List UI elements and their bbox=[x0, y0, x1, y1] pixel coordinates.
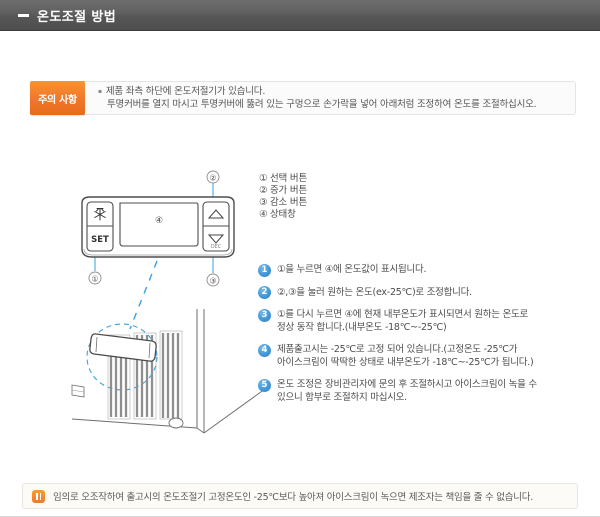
horizontal-dash-icon bbox=[18, 13, 29, 17]
step-text: ②,③을 눌러 원하는 온도(ex-25℃)로 조정합니다. bbox=[277, 286, 472, 299]
step-line: 제품출고시는 -25℃로 고정 되어 있습니다.(고정온도 -25℃가 bbox=[277, 344, 518, 355]
step-number-badge: 4 bbox=[258, 343, 271, 357]
caution-text: 임의로 오조작하여 출고시의 온도조절기 고정온도인 -25℃보다 높아져 아이… bbox=[53, 492, 533, 503]
step-line: ①를 다시 누르면 ④에 현재 내부온도가 표시되면서 원하는 온도로 bbox=[277, 309, 528, 320]
legend-item: ③ 감소 버튼 bbox=[259, 197, 409, 209]
temperature-control-illustration: SET DEC ④ ② ③ ① bbox=[60, 161, 275, 461]
page-header: 온도조절 방법 bbox=[0, 0, 600, 31]
step-number-badge: 1 bbox=[258, 263, 271, 277]
notice-body: 제품 좌측 하단에 온도저절기가 있습니다. 투명커버를 열지 마시고 투명커버… bbox=[79, 81, 576, 115]
step-item: 4 제품출고시는 -25℃로 고정 되어 있습니다.(고정온도 -25℃가 아이… bbox=[258, 343, 578, 369]
step-line: ②,③을 눌러 원하는 온도(ex-25℃)로 조정합니다. bbox=[277, 286, 472, 298]
step-item: 3 ①를 다시 누르면 ④에 현재 내부온도가 표시되면서 원하는 온도로 정상… bbox=[258, 308, 578, 334]
svg-text:①: ① bbox=[91, 275, 98, 284]
legend-mark: ② bbox=[259, 185, 268, 196]
legend-mark: ③ bbox=[259, 197, 268, 208]
notice-line-2: 투명커버를 열지 마시고 투명커버에 뚫려 있는 구멍으로 손가락을 넣어 아래… bbox=[107, 99, 537, 110]
svg-text:DEC: DEC bbox=[211, 244, 222, 250]
page-title: 온도조절 방법 bbox=[37, 9, 117, 25]
step-text: 온도 조정은 장비관리자에 문의 후 조절하시고 아이스크림이 녹을 수 있으니… bbox=[277, 378, 537, 404]
notice-strip: 주의 사항 제품 좌측 하단에 온도저절기가 있습니다. 투명커버를 열지 마시… bbox=[30, 81, 576, 115]
legend-label: 증가 버튼 bbox=[270, 185, 307, 196]
panel-legend: ① 선택 버튼 ② 증가 버튼 ③ 감소 버튼 ④ 상태창 bbox=[259, 173, 409, 221]
legend-item: ④ 상태창 bbox=[259, 209, 409, 221]
instruction-steps: 1 ①을 누르면 ④에 온도값이 표시됩니다. 2 ②,③을 눌러 원하는 온도… bbox=[258, 263, 578, 413]
step-item: 5 온도 조정은 장비관리자에 문의 후 조절하시고 아이스크림이 녹을 수 있… bbox=[258, 378, 578, 404]
notice-badge: 주의 사항 bbox=[30, 81, 85, 115]
step-text: ①을 누르면 ④에 온도값이 표시됩니다. bbox=[277, 263, 427, 276]
legend-item: ① 선택 버튼 bbox=[259, 173, 409, 185]
pause-warning-icon bbox=[32, 489, 45, 503]
svg-text:④: ④ bbox=[155, 216, 163, 226]
notice-line-1: 제품 좌측 하단에 온도저절기가 있습니다. bbox=[98, 85, 565, 98]
step-item: 1 ①을 누르면 ④에 온도값이 표시됩니다. bbox=[258, 263, 578, 277]
step-text: ①를 다시 누르면 ④에 현재 내부온도가 표시되면서 원하는 온도로 정상 동… bbox=[277, 308, 528, 334]
step-item: 2 ②,③을 눌러 원하는 온도(ex-25℃)로 조정합니다. bbox=[258, 286, 578, 299]
step-line: ①을 누르면 ④에 온도값이 표시됩니다. bbox=[277, 264, 427, 275]
legend-label: 상태창 bbox=[270, 209, 296, 220]
svg-text:SET: SET bbox=[91, 235, 109, 245]
caution-bar: 임의로 오조작하여 출고시의 온도조절기 고정온도인 -25℃보다 높아져 아이… bbox=[22, 483, 578, 509]
page-body: 주의 사항 제품 좌측 하단에 온도저절기가 있습니다. 투명커버를 열지 마시… bbox=[0, 31, 600, 517]
step-number-badge: 5 bbox=[258, 378, 271, 392]
legend-label: 감소 버튼 bbox=[270, 197, 307, 208]
step-line: 아이스크림이 딱딱한 상태로 내부온도가 -18℃~-25℃가 됩니다.) bbox=[277, 357, 534, 368]
svg-text:②: ② bbox=[209, 174, 216, 183]
step-number-badge: 2 bbox=[258, 286, 271, 299]
svg-text:③: ③ bbox=[209, 277, 216, 286]
step-number-badge: 3 bbox=[258, 308, 271, 322]
step-line: 정상 동작 합니다.(내부온도 -18℃~-25℃) bbox=[277, 322, 447, 333]
legend-item: ② 증가 버튼 bbox=[259, 185, 409, 197]
step-line: 온도 조정은 장비관리자에 문의 후 조절하시고 아이스크림이 녹을 수 bbox=[277, 379, 537, 390]
legend-label: 선택 버튼 bbox=[270, 173, 307, 184]
legend-mark: ① bbox=[259, 173, 268, 184]
step-line: 있으니 함부로 조절하지 마십시오. bbox=[277, 392, 407, 403]
legend-mark: ④ bbox=[259, 209, 268, 220]
step-text: 제품출고시는 -25℃로 고정 되어 있습니다.(고정온도 -25℃가 아이스크… bbox=[277, 343, 534, 369]
